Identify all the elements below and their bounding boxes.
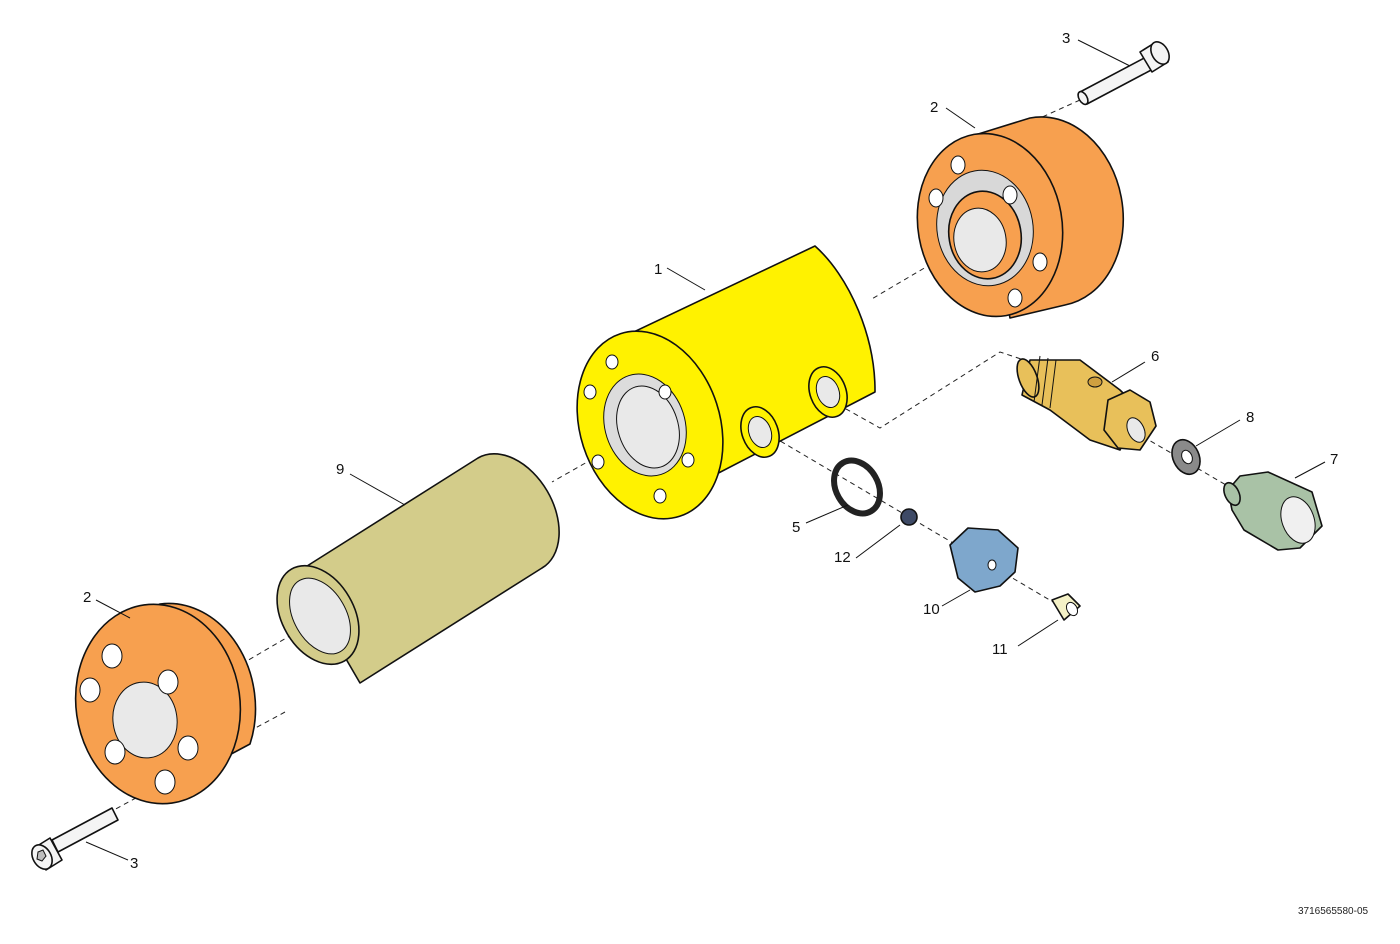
housing-bolt-hole — [583, 384, 597, 400]
part-10-plug — [949, 527, 1019, 593]
housing-bolt-hole — [591, 454, 605, 470]
part-12-ball — [900, 508, 918, 526]
callout-2-top: 2 — [930, 99, 938, 116]
part-1-housing — [576, 245, 876, 520]
bolt-hole — [154, 769, 176, 795]
part-5-o-ring — [831, 457, 883, 517]
part-8-washer — [1171, 438, 1201, 476]
callout-11: 11 — [992, 641, 1008, 658]
callout-3-bottom: 3 — [130, 855, 138, 872]
part-6-fitting — [1016, 355, 1157, 451]
hex-socket — [36, 849, 47, 862]
callout-3-top: 3 — [1062, 30, 1070, 47]
housing-bolt-hole — [605, 354, 619, 370]
part-3-screw-bottom — [31, 807, 119, 871]
housing-bolt-hole — [653, 488, 667, 504]
fitting-bore — [1126, 417, 1146, 443]
part-2-end-cap-bottom — [74, 602, 257, 805]
end-cap-top-bore — [953, 207, 1007, 273]
callout-2-bottom: 2 — [83, 589, 91, 606]
part-3-screw-top — [1077, 41, 1170, 106]
bolt-hole — [157, 669, 179, 695]
part-7-cap-nut — [1223, 471, 1323, 551]
bolt-hole — [1032, 252, 1048, 272]
insert-end — [1065, 601, 1079, 617]
housing-side-port-1-bore — [747, 416, 773, 448]
housing-bolt-hole — [658, 384, 672, 400]
o-ring — [831, 457, 883, 517]
ball — [900, 508, 918, 526]
part-9-sleeve — [276, 453, 560, 684]
callout-5: 5 — [792, 519, 800, 536]
screw-bottom-shank — [51, 807, 119, 853]
screw-top-shank-end — [1077, 90, 1089, 106]
callout-10: 10 — [923, 601, 940, 618]
callout-7: 7 — [1330, 451, 1338, 468]
housing-bolt-hole — [681, 452, 695, 468]
washer-hole — [1181, 449, 1193, 465]
callout-8: 8 — [1246, 409, 1254, 426]
end-cap-bottom-bore — [112, 681, 178, 759]
callout-6: 6 — [1151, 348, 1159, 365]
bolt-hole — [1002, 185, 1018, 205]
callout-12: 12 — [834, 549, 851, 566]
sleeve-body — [295, 453, 560, 684]
bolt-hole — [79, 677, 101, 703]
fitting-side-port — [1087, 376, 1103, 388]
part-2-end-cap-top — [916, 116, 1125, 319]
bolt-hole — [950, 155, 966, 175]
housing-bore-inner — [616, 385, 680, 469]
bolt-hole — [101, 643, 123, 669]
document-code: 3716565580-05 — [1298, 906, 1369, 917]
callout-1: 1 — [654, 261, 662, 278]
bolt-hole — [928, 188, 944, 208]
part-11-insert — [1051, 593, 1081, 621]
callout-9: 9 — [336, 461, 344, 478]
cap-nut-face — [1280, 496, 1316, 544]
bolt-hole — [104, 739, 126, 765]
leader-lines — [85, 39, 1326, 861]
housing-side-port-2-bore — [815, 376, 841, 408]
screw-top-shank — [1079, 55, 1156, 105]
callout-numbers: 1 2 2 3 3 5 6 7 8 9 10 11 12 — [83, 30, 1338, 872]
bolt-hole — [177, 735, 199, 761]
bolt-hole — [1007, 288, 1023, 308]
screw-top-head-face — [1150, 41, 1170, 65]
plug-body — [949, 527, 1019, 593]
sleeve-bore — [289, 577, 351, 655]
plug-hole — [987, 559, 997, 571]
cap-nut-spigot — [1223, 481, 1241, 507]
